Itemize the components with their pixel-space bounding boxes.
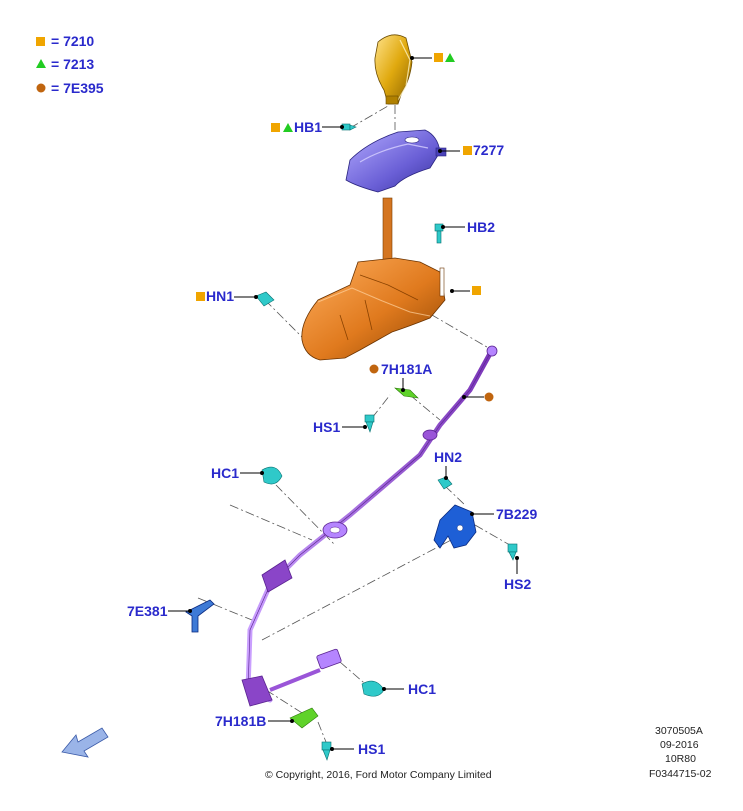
screw-hs1-top-icon xyxy=(364,414,375,433)
marker-triangle-icon xyxy=(283,123,293,132)
clip-7h181a-icon xyxy=(394,387,419,399)
callout-7b229: 7B229 xyxy=(496,506,537,522)
callout-hn1: HN1 xyxy=(206,288,234,304)
legend-circle-icon xyxy=(36,83,46,93)
marker-square-icon xyxy=(271,123,280,132)
figure-number: F0344715-02 xyxy=(649,768,712,780)
callout-7h181a: 7H181A xyxy=(381,361,432,377)
shifter-bezel-7277 xyxy=(345,129,447,193)
bracket-7e381 xyxy=(185,599,215,633)
ref-number: 3070505A xyxy=(655,725,703,737)
nut-hn2-icon xyxy=(437,476,453,490)
shift-cable xyxy=(241,345,498,707)
callout-hb1: HB1 xyxy=(294,119,322,135)
legend-item-7210: = 7210 xyxy=(51,33,94,49)
legend: = 7210 = 7213 = 7E395 xyxy=(36,33,104,96)
clip-7h181b-icon xyxy=(289,707,319,729)
screw-hs1-bottom-icon xyxy=(321,741,332,761)
copyright-notice: © Copyright, 2016, Ford Motor Company Li… xyxy=(265,769,492,781)
nut-hn1-icon xyxy=(255,291,275,307)
marker-circle-icon xyxy=(484,392,494,402)
figure-metadata: 3070505A 09-2016 10R80 F0344715-02 © Cop… xyxy=(265,725,712,781)
legend-triangle-icon xyxy=(36,59,46,68)
legend-square-icon xyxy=(36,37,45,46)
callout-hs1-bottom: HS1 xyxy=(358,741,385,757)
cable-bracket-7b229 xyxy=(433,504,477,549)
fasteners xyxy=(255,123,518,761)
legend-item-7213: = 7213 xyxy=(51,56,94,72)
marker-square-icon xyxy=(472,286,481,295)
callout-hn2: HN2 xyxy=(434,449,462,465)
callouts: HB1 7277 HB2 HN1 7H181A HS1 HC1 HN2 xyxy=(127,53,537,757)
marker-square-icon xyxy=(463,146,472,155)
callout-hc1-top: HC1 xyxy=(211,465,239,481)
callout-7277: 7277 xyxy=(473,142,504,158)
shift-knob-7210 xyxy=(374,34,413,105)
marker-square-icon xyxy=(196,292,205,301)
bolt-hb1-icon xyxy=(341,123,357,131)
callout-hc1-bottom: HC1 xyxy=(408,681,436,697)
marker-square-icon xyxy=(434,53,443,62)
callout-7e381: 7E381 xyxy=(127,603,168,619)
legend-item-7e395: = 7E395 xyxy=(51,80,104,96)
clip-hc1-top-icon xyxy=(261,466,283,485)
callout-hs1-top: HS1 xyxy=(313,419,340,435)
marker-triangle-icon xyxy=(445,53,455,62)
shifter-housing xyxy=(301,197,446,361)
screw-hs2-icon xyxy=(507,543,518,561)
alignment-lines xyxy=(197,105,516,743)
front-direction-arrow-icon xyxy=(61,727,109,758)
clip-hc1-bottom-icon xyxy=(361,680,385,697)
marker-circle-icon xyxy=(369,364,379,374)
revision-date: 09-2016 xyxy=(660,739,699,751)
model-code: 10R80 xyxy=(665,753,696,765)
callout-hb2: HB2 xyxy=(467,219,495,235)
callout-hs2: HS2 xyxy=(504,576,531,592)
callout-7h181b: 7H181B xyxy=(215,713,266,729)
